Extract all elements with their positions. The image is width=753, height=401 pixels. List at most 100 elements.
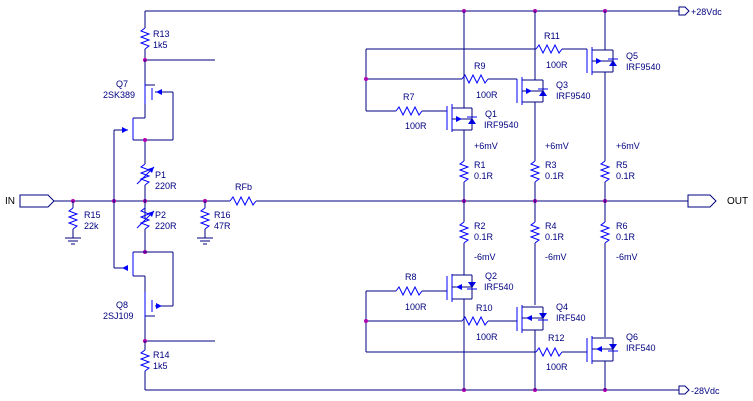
r4-resistor xyxy=(529,221,541,244)
q2-part-label: IRF540 xyxy=(484,282,514,292)
r8-resistor xyxy=(395,285,423,297)
input-port xyxy=(19,194,55,208)
q3-part-label: IRF9540 xyxy=(556,91,591,101)
r2-ref-label: R2 xyxy=(474,221,486,231)
r1-resistor xyxy=(458,160,470,183)
p1-pot xyxy=(139,163,151,186)
r15-resistor xyxy=(67,207,79,230)
q1-part-label: IRF9540 xyxy=(484,120,519,130)
q8-arrow xyxy=(122,265,128,271)
gate-networks: R7 100R R9 100R R11 100R R8 100R R10 100… xyxy=(364,31,587,372)
q5-ref-label: Q5 xyxy=(626,51,638,61)
v2-label: -6mV xyxy=(474,252,496,262)
v3-label: +6mV xyxy=(545,141,569,151)
r8-value-label: 100R xyxy=(405,302,427,312)
r10-value-label: 100R xyxy=(476,332,498,342)
rfb-resistor xyxy=(229,195,257,207)
r16-resistor xyxy=(199,207,211,230)
r14-ref-label: R14 xyxy=(153,350,170,360)
r6-resistor xyxy=(599,221,611,244)
r8-ref-label: R8 xyxy=(405,272,417,282)
negative-rail-port xyxy=(678,385,690,395)
p1-ref-label: P1 xyxy=(155,170,166,180)
q2-ref-label: Q2 xyxy=(485,271,497,281)
output-column-3: Q5 IRF9540 +6mV R5 0.1R R6 0.1R -6mV Q6 … xyxy=(586,11,661,390)
q4-arrow xyxy=(526,315,532,321)
q5-part-label: IRF9540 xyxy=(626,62,661,72)
q7-arrow xyxy=(156,89,162,95)
junction-dot xyxy=(364,77,368,81)
r10-resistor xyxy=(461,315,489,327)
p2-pot xyxy=(139,207,151,230)
r13-resistor xyxy=(139,27,151,50)
r10-ref-label: R10 xyxy=(476,303,493,313)
r16-branch: R16 47R xyxy=(197,201,231,245)
q6-ref-label: Q6 xyxy=(626,332,638,342)
input-stage: R13 1k5 Q7 2SK389 P1 220R P2 220R xyxy=(103,11,215,390)
q4-ref-label: Q4 xyxy=(556,302,568,312)
r12-ref-label: R12 xyxy=(548,333,565,343)
r1-value-label: 0.1R xyxy=(474,171,494,181)
p2-ref-label: P2 xyxy=(155,210,166,220)
r9-ref-label: R9 xyxy=(474,61,486,71)
r5-resistor xyxy=(599,160,611,183)
q8-arrow xyxy=(156,303,162,309)
v5-label: +6mV xyxy=(616,141,640,151)
v6-label: -6mV xyxy=(616,252,638,262)
positive-rail-port xyxy=(678,6,690,16)
v1-label: +6mV xyxy=(474,141,498,151)
r1-ref-label: R1 xyxy=(474,160,486,170)
p1-wiper-arrow xyxy=(148,167,154,173)
q8-ref-label: Q8 xyxy=(116,300,128,310)
r11-resistor xyxy=(535,43,563,55)
r11-value-label: 100R xyxy=(546,60,568,70)
r3-ref-label: R3 xyxy=(545,160,557,170)
q1-ref-label: Q1 xyxy=(485,109,497,119)
r12-value-label: 100R xyxy=(546,362,568,372)
q2-arrow xyxy=(456,284,462,290)
output-column-2: Q3 IRF9540 +6mV R3 0.1R R4 0.1R -6mV Q4 … xyxy=(516,11,591,390)
r15-value-label: 22k xyxy=(84,221,99,231)
r14-value-label: 1k5 xyxy=(153,361,168,371)
q7-part-label: 2SK389 xyxy=(103,90,135,100)
r5-value-label: 0.1R xyxy=(616,171,636,181)
negative-supply-label: -28Vdc xyxy=(691,386,720,396)
r2-resistor xyxy=(458,221,470,244)
rfb-ref-label: RFb xyxy=(235,182,252,192)
v4-label: -6mV xyxy=(545,252,567,262)
q4-part-label: IRF540 xyxy=(556,313,586,323)
p2-value-label: 220R xyxy=(155,221,177,231)
output-port-label: OUT xyxy=(727,196,748,207)
output-port xyxy=(687,194,717,208)
r12-resistor xyxy=(535,346,563,358)
r3-value-label: 0.1R xyxy=(545,171,565,181)
r9-value-label: 100R xyxy=(476,90,498,100)
q7-arrow xyxy=(122,127,128,133)
q6-part-label: IRF540 xyxy=(626,343,656,353)
r4-ref-label: R4 xyxy=(545,221,557,231)
r6-value-label: 0.1R xyxy=(616,232,636,242)
q8-part-label: 2SJ109 xyxy=(103,311,134,321)
q3-ref-label: Q3 xyxy=(556,80,568,90)
q1-arrow xyxy=(456,116,462,122)
p2-wiper-arrow xyxy=(148,211,154,217)
output-column-1: Q1 IRF9540 +6mV R1 0.1R R2 0.1R -6mV Q2 … xyxy=(446,11,519,390)
r3-resistor xyxy=(529,160,541,183)
r15-branch: R15 22k xyxy=(65,201,101,245)
r7-value-label: 100R xyxy=(405,121,427,131)
r5-ref-label: R5 xyxy=(616,160,628,170)
signal-path: IN RFb OUT xyxy=(5,182,748,208)
q6-arrow xyxy=(596,346,602,352)
r13-value-label: 1k5 xyxy=(153,40,168,50)
r16-value-label: 47R xyxy=(214,221,231,231)
r9-resistor xyxy=(461,73,489,85)
supply-rails: +28Vdc -28Vdc xyxy=(145,6,722,396)
r15-ref-label: R15 xyxy=(84,210,101,220)
q7-ref-label: Q7 xyxy=(116,79,128,89)
r4-value-label: 0.1R xyxy=(545,232,565,242)
junction-dot xyxy=(143,138,147,142)
r7-resistor xyxy=(395,105,423,117)
r7-ref-label: R7 xyxy=(403,92,415,102)
r16-ref-label: R16 xyxy=(214,210,231,220)
